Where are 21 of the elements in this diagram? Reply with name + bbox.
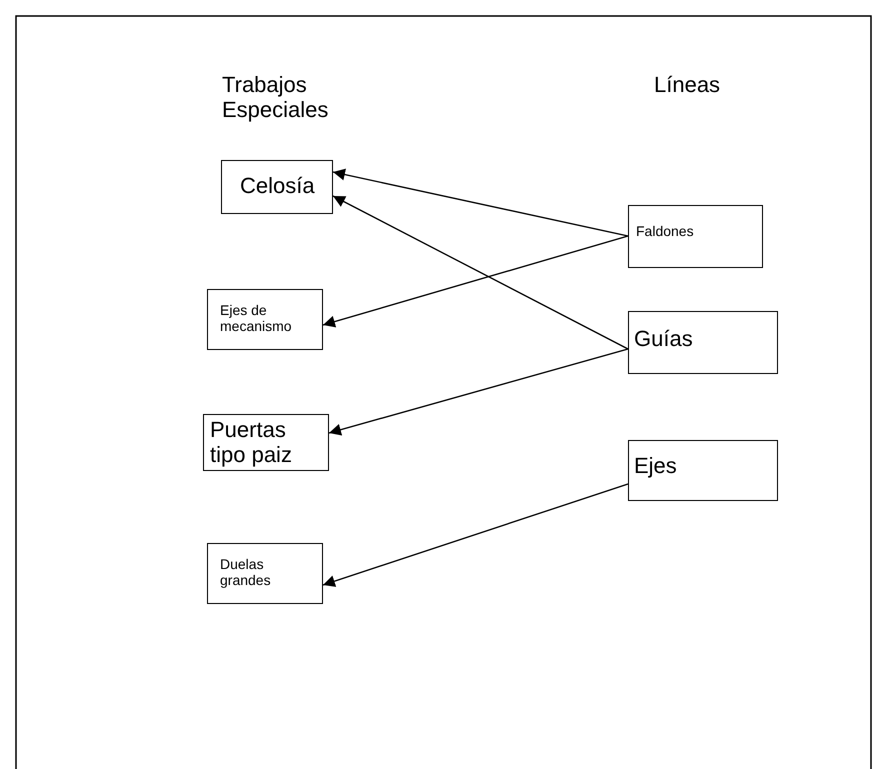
process-box xyxy=(628,205,763,268)
process-box xyxy=(207,289,323,350)
box-label: Faldones xyxy=(636,223,695,240)
process-box xyxy=(628,311,778,374)
process-box xyxy=(203,414,329,471)
arrow xyxy=(332,195,628,350)
box-label: Guías xyxy=(634,326,694,352)
process-box xyxy=(207,543,323,604)
arrow xyxy=(322,483,628,587)
box-label: Puertas tipo paiz xyxy=(210,417,293,468)
box-label: Duelas grandes xyxy=(220,556,272,588)
arrow xyxy=(322,235,628,328)
arrow xyxy=(332,168,628,237)
box-label: Ejes de mecanismo xyxy=(220,302,293,334)
box-label: Celosía xyxy=(240,173,316,198)
process-box xyxy=(221,160,333,214)
process-box xyxy=(628,440,778,501)
arrow xyxy=(328,348,628,436)
column-heading: Trabajos Especiales xyxy=(222,72,330,123)
box-label: Ejes xyxy=(634,453,678,478)
column-heading: Líneas xyxy=(654,72,722,98)
